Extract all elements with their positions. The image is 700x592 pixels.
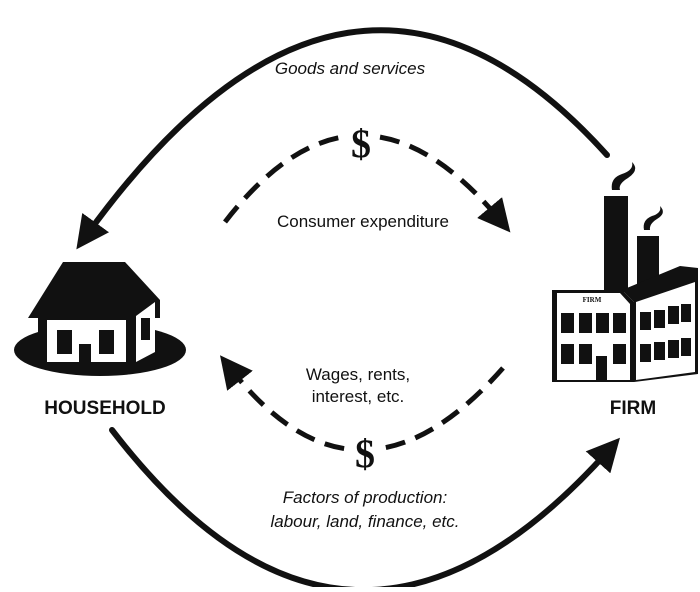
dollar-icon-top: $ <box>346 121 376 166</box>
wages-rents-label-line2: interest, etc. <box>311 387 405 406</box>
goods-services-flow-arrow <box>76 27 610 250</box>
wages-rents-label-line1: Wages, rents, <box>305 365 411 384</box>
consumer-expenditure-label: Consumer expenditure <box>277 212 449 231</box>
svg-text:$: $ <box>351 121 371 166</box>
firm-sign: FIRM <box>583 296 602 304</box>
dollar-icon-bottom: $ <box>350 431 380 476</box>
svg-text:$: $ <box>355 431 375 476</box>
factors-of-production-label-line2: labour, land, finance, etc. <box>270 512 460 531</box>
factory-icon: FIRM <box>552 162 698 382</box>
firm-label: FIRM <box>609 398 657 419</box>
goods-services-label: Goods and services <box>274 59 426 78</box>
household-label: HOUSEHOLD <box>44 398 166 419</box>
house-icon <box>14 262 186 376</box>
factors-of-production-label-line1: Factors of production: <box>282 488 448 507</box>
